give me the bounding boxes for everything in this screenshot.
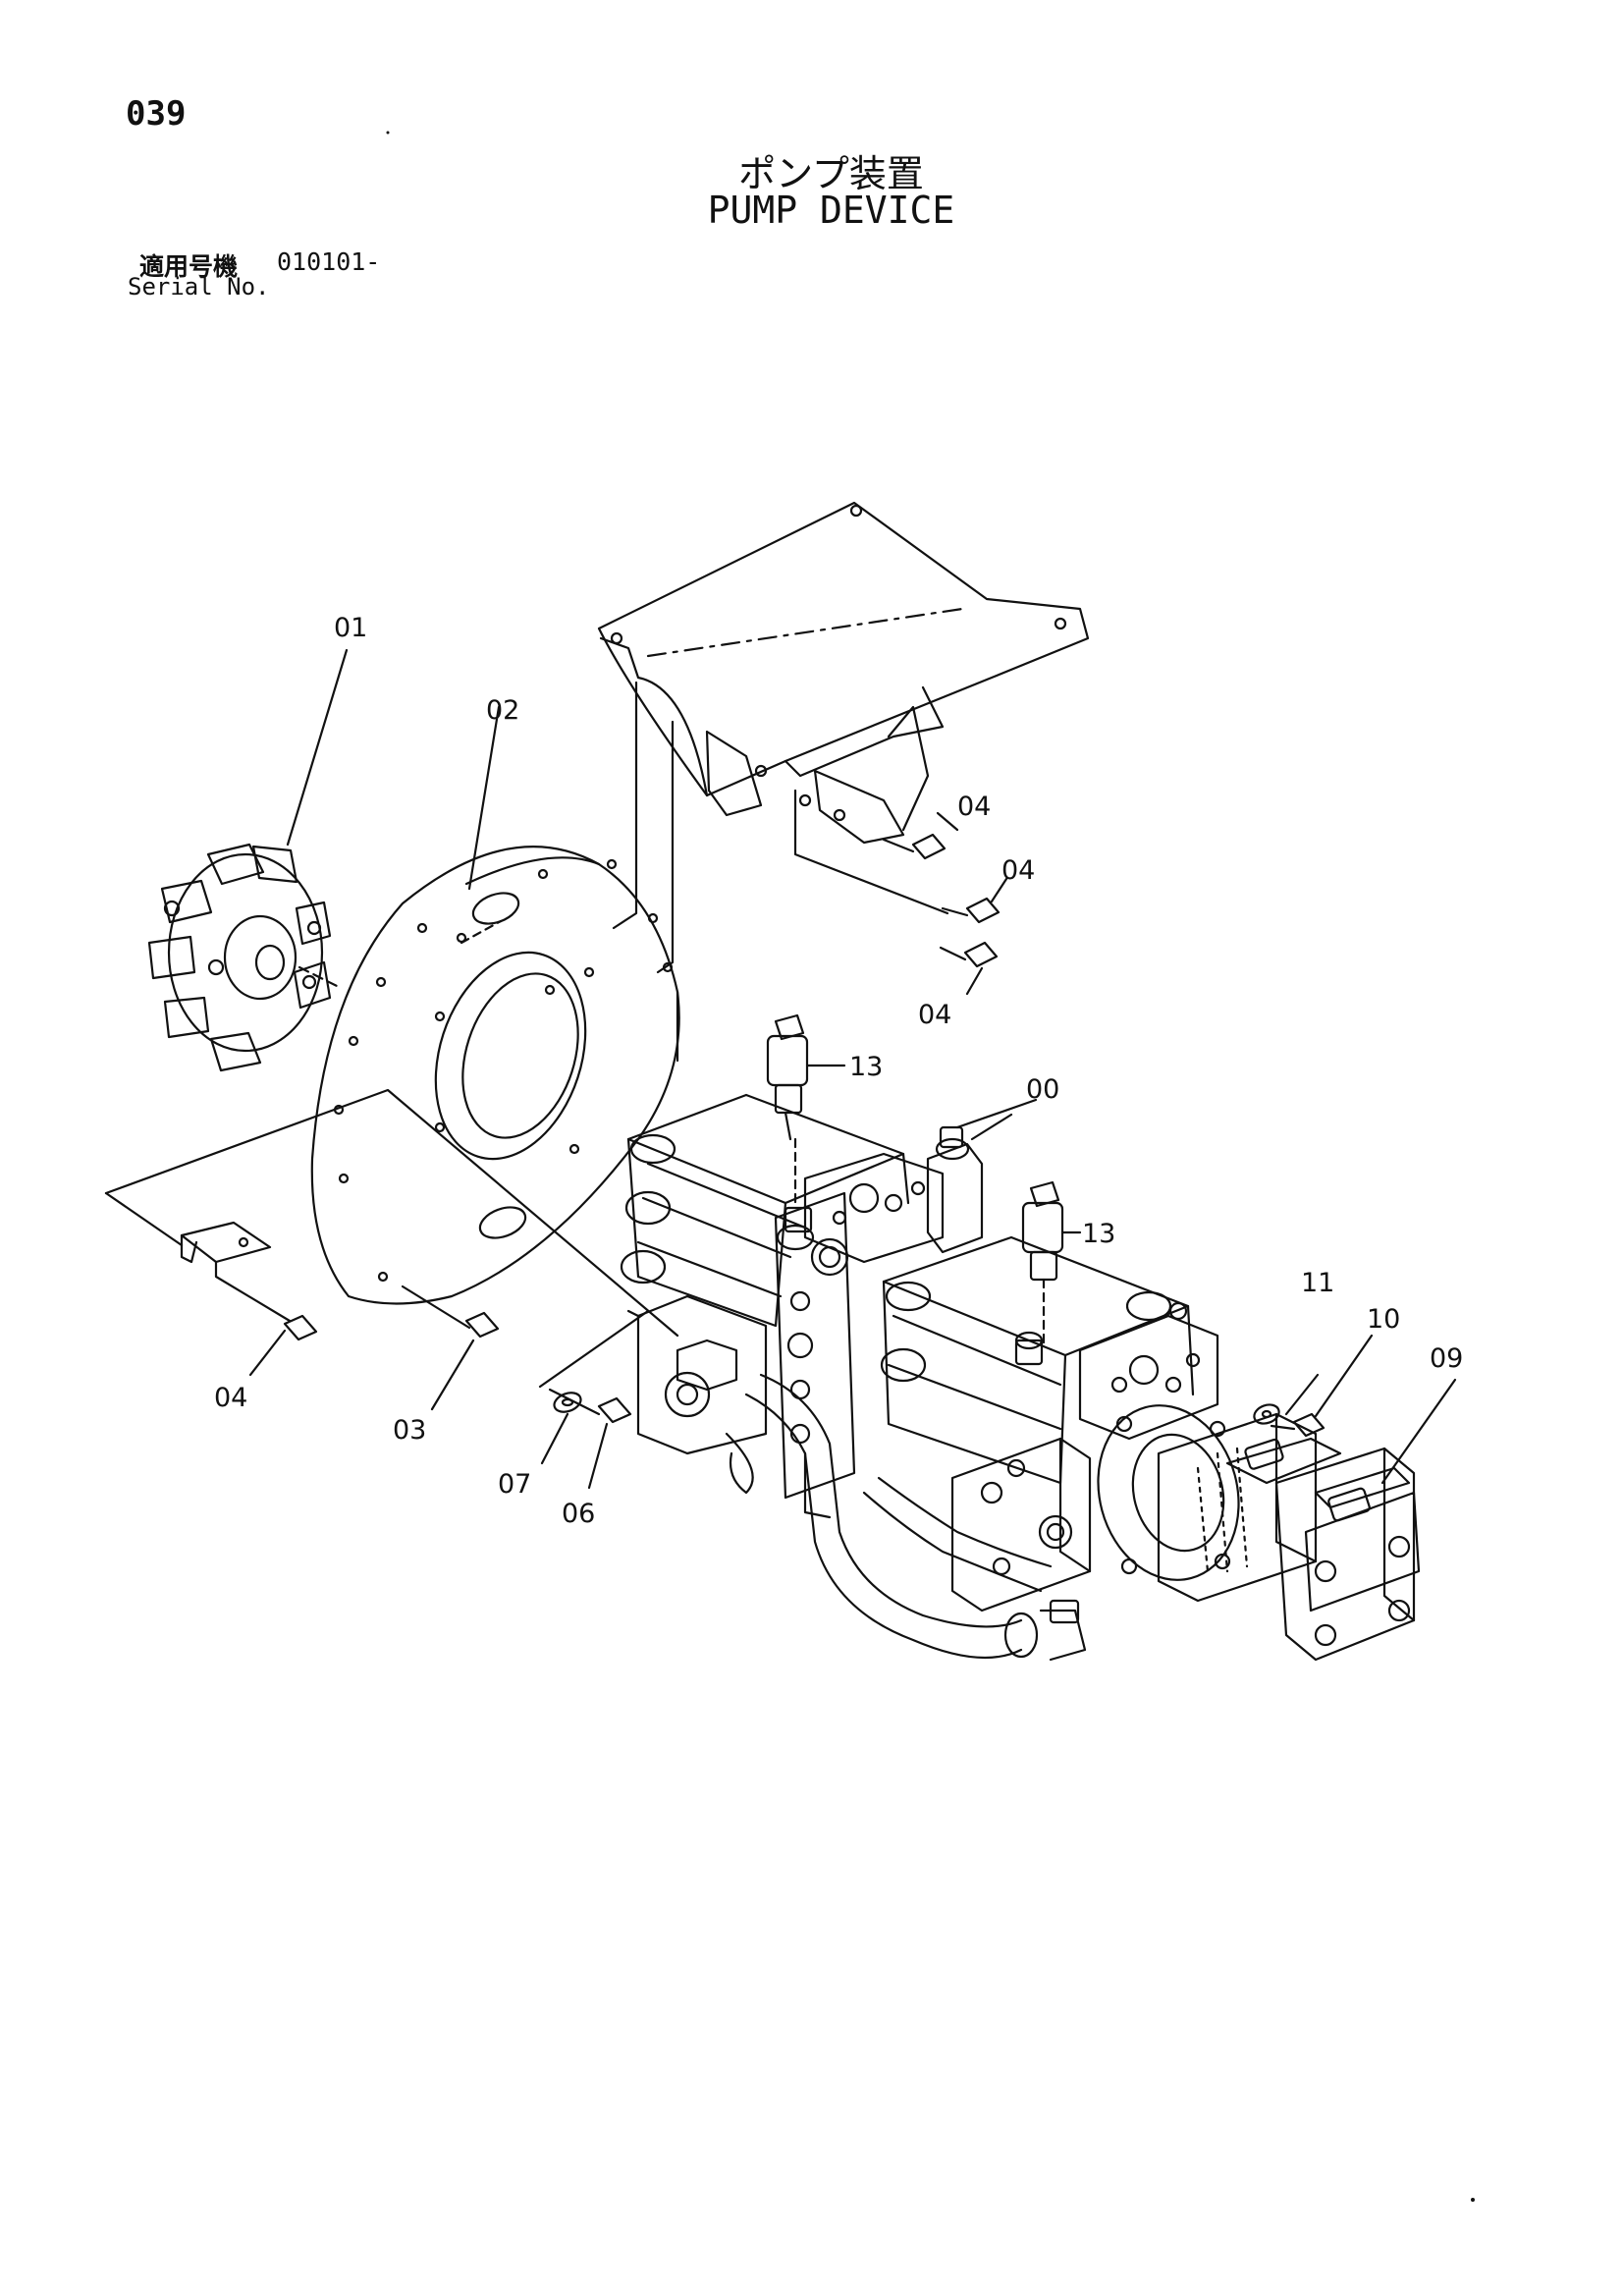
- small-bracket-left: [104, 1088, 679, 1377]
- callout-13-a: 13: [849, 1052, 883, 1082]
- callout-02: 02: [486, 695, 519, 726]
- pump-cover-bracket: [597, 501, 1090, 974]
- coupling-part-01: [147, 648, 349, 1072]
- callout-04-b: 04: [1001, 855, 1035, 886]
- callout-09: 09: [1430, 1343, 1463, 1374]
- callout-07: 07: [498, 1469, 531, 1500]
- callout-13-b: 13: [1082, 1219, 1115, 1249]
- pressure-sensor-part-13-b: [1021, 1180, 1082, 1347]
- page-number: 039: [126, 94, 187, 134]
- bolt-part-04-top: [882, 811, 1008, 996]
- callout-03: 03: [393, 1415, 426, 1446]
- callout-00: 00: [1026, 1074, 1059, 1105]
- callout-04-d: 04: [214, 1383, 247, 1413]
- main-pump-body: [620, 1093, 1457, 1662]
- callout-06: 06: [562, 1499, 595, 1529]
- bolt-part-03: [401, 1285, 500, 1411]
- title-english: PUMP DEVICE: [707, 189, 955, 232]
- callout-10: 10: [1367, 1304, 1400, 1335]
- pressure-sensor-part-13-a: [766, 1013, 846, 1210]
- bolt-and-washer-06-07: [538, 1309, 650, 1490]
- title-japanese: ポンプ装置: [738, 152, 924, 195]
- serial-number-value: 010101-: [277, 247, 381, 276]
- serial-label-japanese: 適用号機: [139, 252, 239, 281]
- callout-04-a: 04: [957, 792, 991, 822]
- serial-label-english: Serial No.: [128, 273, 270, 301]
- flange-plate-part-02: [310, 705, 680, 1305]
- callout-01: 01: [334, 613, 367, 643]
- callout-04-c: 04: [918, 1000, 951, 1030]
- callout-11: 11: [1301, 1268, 1334, 1298]
